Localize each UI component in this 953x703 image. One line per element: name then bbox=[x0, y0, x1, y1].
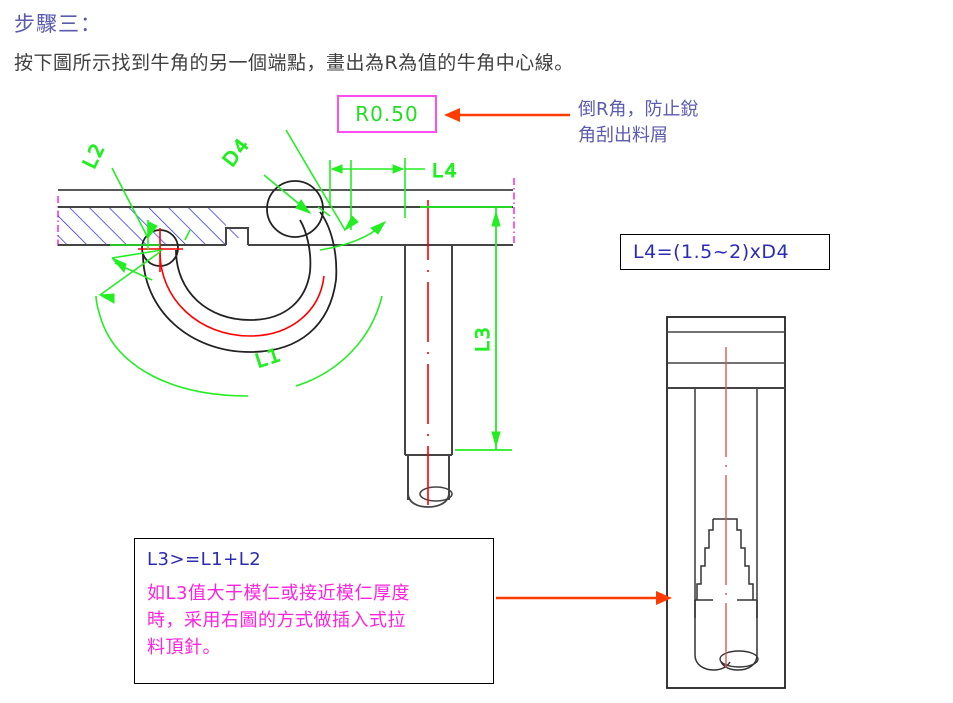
horn-profile bbox=[141, 180, 338, 353]
radius-callout-value: R0.50 bbox=[355, 102, 419, 126]
radius-callout-box[interactable]: R0.50 bbox=[337, 95, 437, 133]
condition-body: 如L3值大于模仁或接近模仁厚度 時，采用右圖的方式做插入式拉 料頂針。 bbox=[147, 580, 481, 661]
dimension-label-l3: L3 bbox=[472, 325, 494, 352]
pointer-arrow-detail bbox=[496, 591, 672, 605]
leader-lines-left bbox=[98, 249, 163, 304]
dimension-label-d4: D4 bbox=[219, 133, 255, 171]
radius-note-line-1: 倒R角，防止銳 bbox=[578, 99, 699, 120]
radius-note: 倒R角，防止銳 角刮出料屑 bbox=[578, 97, 699, 149]
ejector-pin-shaft bbox=[404, 200, 453, 508]
instruction-text: 按下圖所示找到牛角的另一個端點，畫出為R為值的牛角中心線。 bbox=[14, 52, 574, 74]
condition-body-line-1: 如L3值大于模仁或接近模仁厚度 bbox=[147, 583, 410, 604]
leader-line-horn bbox=[184, 206, 331, 241]
dimension-l4: L4 bbox=[329, 158, 459, 218]
condition-body-line-2: 時，采用右圖的方式做插入式拉 bbox=[147, 610, 406, 631]
leader-line-pin bbox=[319, 220, 387, 251]
pointer-arrow-radius bbox=[444, 108, 570, 122]
dimension-l1: L1 bbox=[95, 295, 383, 397]
formula-text: L4=(1.5~2)xD4 bbox=[633, 241, 790, 263]
formula-callout-box[interactable]: L4=(1.5~2)xD4 bbox=[620, 234, 830, 270]
radius-note-line-2: 角刮出料屑 bbox=[578, 125, 668, 146]
dimension-annotations: L4 L3 D4 bbox=[78, 129, 512, 451]
dimension-label-l2: L2 bbox=[79, 139, 110, 173]
page-title: 步驟三： bbox=[14, 12, 102, 36]
detail-view-insert-pin bbox=[666, 316, 786, 689]
condition-heading: L3>=L1+L2 bbox=[147, 549, 262, 570]
dimension-l3: L3 bbox=[420, 206, 512, 451]
condition-callout-box[interactable]: L3>=L1+L2 如L3值大于模仁或接近模仁厚度 時，采用右圖的方式做插入式拉… bbox=[134, 538, 494, 684]
dimension-d4: D4 bbox=[218, 129, 359, 232]
condition-body-line-3: 料頂針。 bbox=[147, 637, 221, 658]
dimension-label-l4: L4 bbox=[432, 160, 459, 182]
